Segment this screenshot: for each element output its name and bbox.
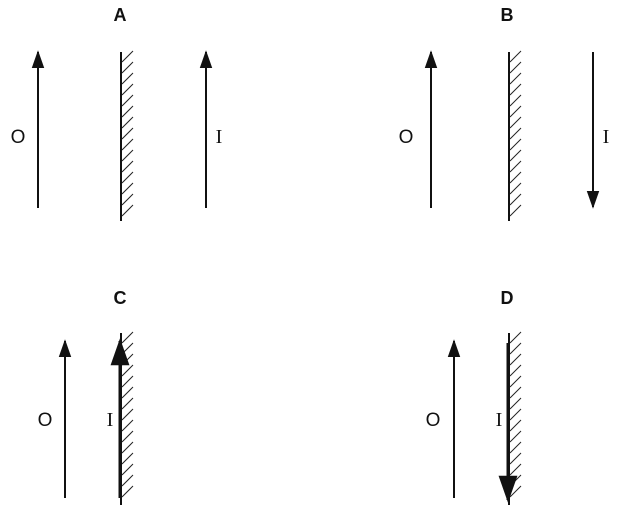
hatch-mark	[509, 105, 522, 118]
hatch-mark	[121, 138, 134, 151]
mirror	[120, 331, 134, 505]
hatch-mark	[121, 105, 134, 118]
hatch-mark	[509, 138, 522, 151]
hatch-mark	[121, 342, 134, 355]
mirror	[508, 331, 522, 505]
hatch-mark	[509, 364, 522, 377]
hatch-mark	[121, 331, 134, 344]
hatch-mark	[121, 452, 134, 465]
hatch-mark	[121, 61, 134, 74]
mirror-hatching	[509, 331, 522, 498]
panel-c: C O I	[38, 288, 134, 505]
hatch-mark	[121, 386, 134, 399]
hatch-mark	[121, 149, 134, 162]
mirror	[508, 50, 522, 221]
hatch-mark	[509, 50, 522, 63]
hatch-mark	[509, 83, 522, 96]
mirror-hatching	[121, 331, 134, 498]
hatch-mark	[121, 171, 134, 184]
hatch-mark	[509, 397, 522, 410]
hatch-mark	[509, 463, 522, 476]
panel-d: D O I	[426, 288, 522, 505]
hatch-mark	[509, 353, 522, 366]
hatch-mark	[509, 149, 522, 162]
hatch-mark	[509, 204, 522, 217]
hatch-mark	[121, 364, 134, 377]
hatch-mark	[509, 331, 522, 344]
panel-a: A O I	[11, 5, 223, 221]
hatch-mark	[121, 430, 134, 443]
hatch-mark	[121, 94, 134, 107]
hatch-mark	[121, 72, 134, 85]
hatch-mark	[121, 441, 134, 454]
hatch-mark	[509, 408, 522, 421]
hatch-mark	[509, 160, 522, 173]
mirror-hatching	[509, 50, 522, 217]
panel-c-label: C	[114, 288, 127, 308]
panel-a-label: A	[114, 5, 127, 25]
hatch-mark	[509, 342, 522, 355]
image-label: I	[603, 126, 610, 148]
hatch-mark	[509, 441, 522, 454]
hatch-mark	[121, 182, 134, 195]
object-label: O	[38, 410, 53, 431]
hatch-mark	[509, 452, 522, 465]
hatch-mark	[509, 171, 522, 184]
hatch-mark	[121, 419, 134, 432]
hatch-mark	[121, 127, 134, 140]
hatch-mark	[121, 485, 134, 498]
object-label: O	[399, 127, 414, 148]
hatch-mark	[509, 485, 522, 498]
hatch-mark	[509, 375, 522, 388]
hatch-mark	[121, 160, 134, 173]
hatch-mark	[509, 116, 522, 129]
hatch-mark	[121, 397, 134, 410]
object-label: O	[11, 127, 26, 148]
hatch-mark	[509, 474, 522, 487]
hatch-mark	[121, 116, 134, 129]
hatch-mark	[121, 50, 134, 63]
hatch-mark	[121, 375, 134, 388]
hatch-mark	[121, 204, 134, 217]
hatch-mark	[121, 83, 134, 96]
hatch-mark	[121, 353, 134, 366]
hatch-mark	[121, 193, 134, 206]
image-label: I	[496, 409, 503, 431]
hatch-mark	[121, 463, 134, 476]
image-label: I	[107, 409, 114, 431]
hatch-mark	[121, 408, 134, 421]
hatch-mark	[509, 182, 522, 195]
panel-b-label: B	[501, 5, 514, 25]
mirror-hatching	[121, 50, 134, 217]
panel-d-label: D	[501, 288, 514, 308]
object-label: O	[426, 410, 441, 431]
hatch-mark	[509, 193, 522, 206]
image-label: I	[216, 126, 223, 148]
hatch-mark	[509, 430, 522, 443]
hatch-mark	[509, 61, 522, 74]
hatch-mark	[121, 474, 134, 487]
hatch-mark	[509, 72, 522, 85]
mirror	[120, 50, 134, 221]
hatch-mark	[509, 127, 522, 140]
hatch-mark	[509, 94, 522, 107]
hatch-mark	[509, 386, 522, 399]
panel-b: B O I	[399, 5, 610, 221]
hatch-mark	[509, 419, 522, 432]
